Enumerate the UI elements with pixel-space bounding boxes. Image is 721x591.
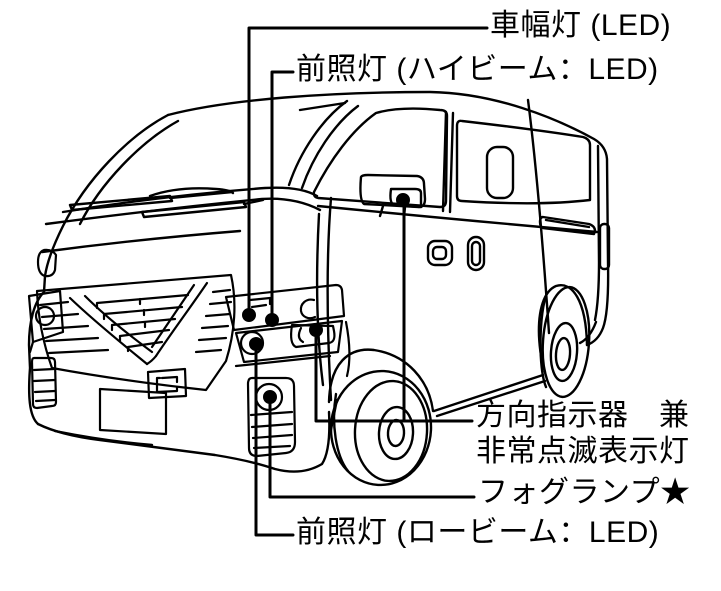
label-clearance-lamp: 車幅灯 (LED) [490,9,672,42]
callout-dot-clearance [244,310,255,321]
callout-dot-low-beam [251,339,262,350]
callout-fog-lamp [270,402,474,497]
headlight-cluster [226,285,350,430]
callout-dot-turn-signal-mirror [398,195,409,206]
rocker-panel [434,322,596,416]
driver-window [314,109,447,207]
callout-lines [244,28,488,535]
label-fog-lamp: フォグランプ★ [478,476,691,509]
sliding-door-handle [468,237,484,270]
callout-clearance-lamp [249,28,487,311]
callout-dot-turn-signal-front [311,325,322,336]
label-turn-signal-line1: 方向指示器 兼 [476,399,690,432]
label-headlamp-high-beam: 前照灯 (ハイビーム：LED) [296,53,659,86]
front-grille [37,275,234,434]
callout-turn-signal [316,205,472,421]
callout-high-beam [272,72,293,315]
far-headlight-and-fog [29,250,63,408]
side-windows [457,121,590,203]
label-headlamp-low-beam: 前照灯 (ロービーム：LED) [296,516,660,549]
van-body-outline [29,92,608,472]
callout-low-beam [256,349,293,535]
door-mirror [360,175,425,207]
low-beam-projector [241,332,263,354]
vent-pane [487,147,513,198]
callout-dot-high-beam [267,315,278,326]
mirror-turn-signal [390,189,421,207]
callout-dot-fog [265,392,276,403]
license-plate [100,389,166,434]
front-door-handle [428,241,452,265]
label-turn-signal-line2: 非常点滅表示灯 [476,435,690,468]
front-wheel [328,350,434,488]
cab-and-doors [289,100,609,400]
